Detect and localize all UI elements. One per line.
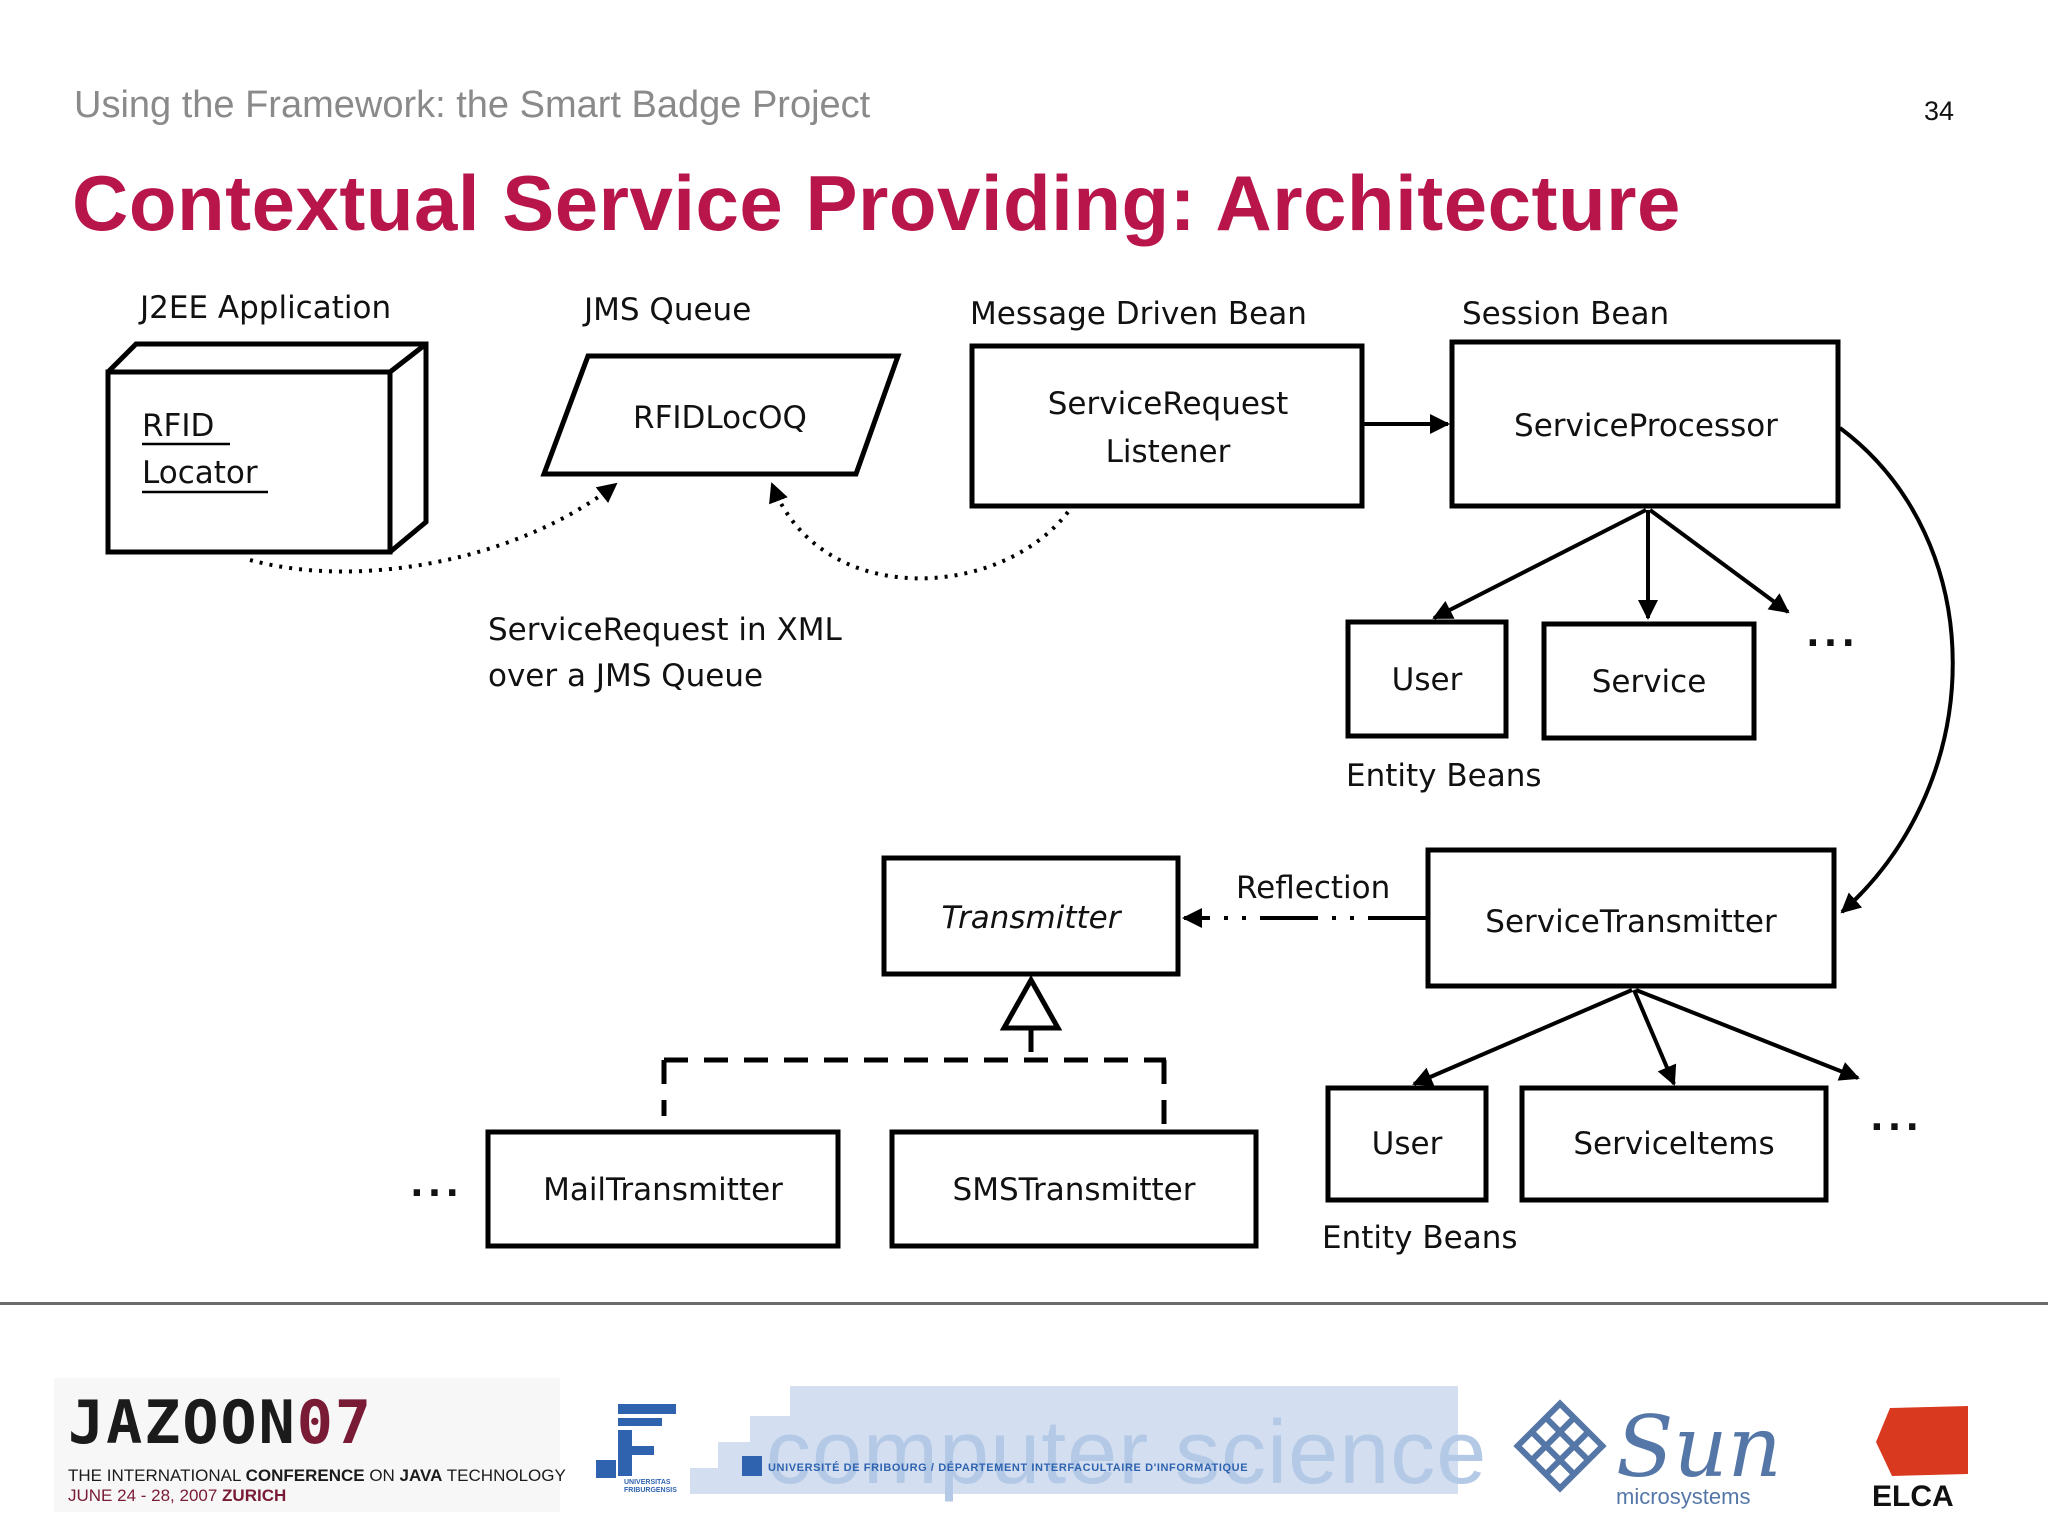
sun-microsystems-logo: Sun microsystems xyxy=(1512,1398,1782,1510)
jazoon-wordmark: JAZOON07 xyxy=(68,1388,373,1458)
service-processor-label: ServiceProcessor xyxy=(1514,408,1778,444)
sms-transmitter-node xyxy=(889,1129,1259,1249)
service-request-listener-node xyxy=(969,343,1365,509)
rfid-locator-line2: Locator xyxy=(142,455,258,491)
transmitter-to-user-arrow xyxy=(1412,988,1633,1087)
rfid-loc-oq-label: RFIDLocOQ xyxy=(633,400,807,436)
ellipsis-bottom: ... xyxy=(1870,1098,1923,1139)
service-items-node xyxy=(1519,1085,1829,1203)
rfid-locator-line1: RFID xyxy=(142,408,214,444)
rfid-loc-oq-node xyxy=(540,353,902,477)
service-request-listener-line1: ServiceRequest xyxy=(1048,386,1289,422)
sun-wordmark: Sun xyxy=(1616,1398,1782,1496)
jazoon-logo: JAZOON07 THE INTERNATIONAL CONFERENCE ON… xyxy=(54,1378,566,1512)
request-note-line2: over a JMS Queue xyxy=(488,658,763,694)
jazoon-dates: JUNE 24 - 28, 2007 ZURICH xyxy=(68,1486,287,1505)
ellipsis-top: ... xyxy=(1806,614,1859,655)
label-reflection: Reflection xyxy=(1236,870,1390,906)
label-session-bean: Session Bean xyxy=(1462,296,1669,332)
service-processor-node xyxy=(1449,339,1841,509)
ellipsis-left: ... xyxy=(410,1164,463,1205)
transmitter-node xyxy=(881,855,1181,977)
user-top-node xyxy=(1345,619,1509,739)
user-top-label: User xyxy=(1392,662,1463,698)
elca-logo: ELCA xyxy=(1868,1402,1972,1513)
sms-transmitter-label: SMSTransmitter xyxy=(953,1172,1196,1208)
university-fribourg-logo: UNIVERSITAS FRIBURGENSIS xyxy=(594,1404,682,1496)
label-jms-queue: JMS Queue xyxy=(582,292,751,328)
sun-diamond-icon xyxy=(1513,1399,1607,1493)
label-j2ee-application: J2EE Application xyxy=(138,290,391,326)
label-entity-beans-bottom: Entity Beans xyxy=(1322,1220,1518,1256)
service-label: Service xyxy=(1592,664,1707,700)
transmitter-label: Transmitter xyxy=(941,900,1122,936)
computer-science-banner: computer science UNIVERSITÉ DE FRIBOURG … xyxy=(690,1386,1486,1503)
mail-transmitter-label: MailTransmitter xyxy=(543,1172,783,1208)
architecture-diagram: J2EE Application JMS Queue Message Drive… xyxy=(105,290,1955,1256)
elca-mark-icon xyxy=(1876,1406,1968,1476)
service-transmitter-label: ServiceTransmitter xyxy=(1485,904,1777,940)
footer-divider xyxy=(0,1302,2048,1305)
listener-to-queue-dotted-arrow xyxy=(769,482,1070,581)
computer-science-wordmark: computer science xyxy=(766,1403,1488,1503)
service-items-label: ServiceItems xyxy=(1573,1126,1774,1162)
processor-to-more-arrow xyxy=(1648,508,1790,614)
rfid-locator-node xyxy=(105,341,429,555)
slide-subtitle: Using the Framework: the Smart Badge Pro… xyxy=(74,84,871,126)
processor-to-user-arrow xyxy=(1432,508,1647,620)
request-note-line1: ServiceRequest in XML xyxy=(488,612,842,648)
processor-to-transmitter-curve xyxy=(1838,426,1955,914)
service-transmitter-node xyxy=(1425,847,1837,989)
computer-science-subline: UNIVERSITÉ DE FRIBOURG / DÉPARTEMENT INT… xyxy=(768,1462,1249,1474)
user-bottom-node xyxy=(1325,1085,1489,1203)
service-request-listener-line2: Listener xyxy=(1106,434,1231,470)
transmitter-to-items-arrow xyxy=(1632,989,1677,1086)
slide-title: Contextual Service Providing: Architectu… xyxy=(72,159,1681,247)
locator-to-queue-dotted-arrow xyxy=(249,482,618,574)
unifr-caption-line2: FRIBURGENSIS xyxy=(624,1487,677,1494)
label-message-driven-bean: Message Driven Bean xyxy=(970,296,1307,332)
transmitter-to-more-arrow xyxy=(1635,988,1860,1081)
jazoon-tagline: THE INTERNATIONAL CONFERENCE ON JAVA TEC… xyxy=(68,1466,566,1485)
mail-transmitter-node xyxy=(485,1129,841,1249)
user-bottom-label: User xyxy=(1372,1126,1443,1162)
cs-square-icon xyxy=(742,1456,762,1476)
elca-wordmark: ELCA xyxy=(1872,1480,1954,1513)
generalization-triangle xyxy=(999,974,1063,1031)
service-node xyxy=(1541,621,1757,741)
label-entity-beans-top: Entity Beans xyxy=(1346,758,1542,794)
unifr-caption-line1: UNIVERSITAS xyxy=(624,1479,671,1486)
page-number: 34 xyxy=(1923,96,1954,126)
sun-subline: microsystems xyxy=(1616,1484,1751,1509)
